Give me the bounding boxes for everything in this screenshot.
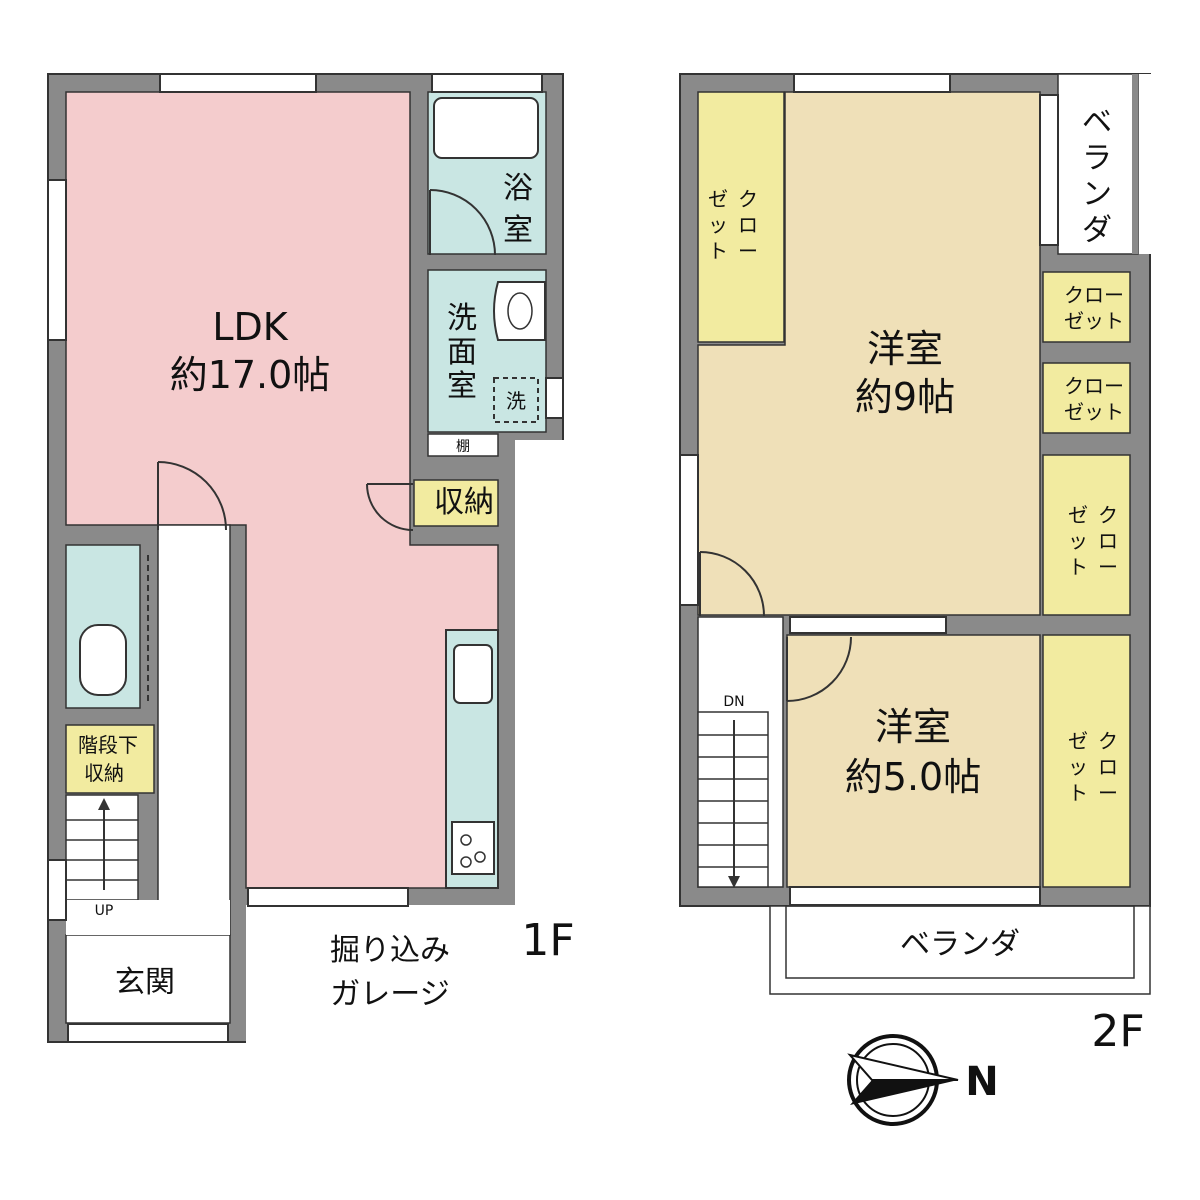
closet-left-col2-3: ト — [708, 239, 728, 263]
closet-right-1 — [1042, 271, 1131, 343]
under-stair-storage — [65, 724, 155, 794]
closet-r2-line1: クロー — [1064, 374, 1124, 398]
floor1-label: 1F — [521, 915, 574, 966]
closet-r3-col2-1: ゼ — [1068, 503, 1088, 527]
veranda-bottom-label: ベランダ — [900, 927, 1020, 962]
entrance-label: 玄関 — [115, 965, 175, 1000]
wash-label-2: 面 — [447, 335, 477, 370]
storage-label: 収納 — [434, 485, 494, 520]
closet-left-col2-2: ッ — [708, 213, 728, 237]
outer-notch — [515, 440, 565, 910]
window — [431, 73, 543, 93]
closet-r3-col2-2: ッ — [1068, 529, 1088, 553]
veranda-side-2: ラ — [1082, 141, 1112, 176]
dn-label: DN — [723, 694, 744, 710]
compass-icon: N — [847, 1034, 999, 1126]
western-room-small — [786, 634, 1041, 888]
closet-r4-col1-3: ー — [1098, 781, 1118, 805]
room-large-size: 約9帖 — [855, 375, 955, 419]
closet-r4-col1-1: ク — [1098, 729, 1118, 753]
entrance — [65, 934, 231, 1024]
window — [1039, 94, 1059, 246]
window — [47, 179, 67, 341]
room-small-name: 洋室 — [875, 705, 951, 749]
floor2-label: 2F — [1091, 1006, 1144, 1057]
bath-door-arc — [429, 189, 496, 256]
ldk-size: 約17.0帖 — [170, 353, 331, 397]
window — [67, 1023, 229, 1043]
closet-r3-col1-1: ク — [1098, 503, 1118, 527]
veranda-bottom — [769, 905, 1151, 995]
ldk-door-arc — [157, 461, 227, 531]
window — [159, 73, 317, 93]
veranda-side-3: ン — [1082, 177, 1112, 212]
closet-left-col1-2: ロ — [738, 213, 758, 237]
closet-r3-col1-3: ー — [1098, 555, 1118, 579]
closet-right-4 — [1042, 634, 1131, 888]
stove-icon — [451, 821, 495, 875]
ldk-name: LDK — [212, 305, 288, 349]
wash-label-3: 室 — [447, 369, 477, 404]
closet-left-col1-3: ー — [738, 239, 758, 263]
closet-r4-col1-2: ロ — [1098, 755, 1118, 779]
under-stair-label-1: 階段下 — [78, 733, 138, 757]
bath-label-1: 浴 — [503, 171, 533, 206]
north-label: N — [965, 1059, 998, 1105]
room-door-arc — [699, 551, 765, 617]
shelf-label: 棚 — [456, 439, 470, 455]
veranda-side-4: ダ — [1082, 213, 1112, 248]
garage-label-1: 掘り込み — [330, 933, 450, 968]
room-door-arc — [786, 636, 852, 702]
closet-r4-col2-2: ッ — [1068, 755, 1088, 779]
storage-door-arc — [366, 483, 414, 531]
closet-r2-line2: ゼット — [1064, 400, 1124, 424]
garage-area — [246, 905, 576, 1045]
window — [679, 454, 699, 606]
closet-right-3 — [1042, 454, 1131, 616]
stairs-1f — [65, 794, 139, 901]
washbasin-icon — [493, 281, 546, 341]
storage-closet — [413, 479, 499, 527]
closet-r1-line2: ゼット — [1064, 309, 1124, 333]
closet-r4-col2-3: ト — [1068, 781, 1088, 805]
bath-label-2: 室 — [503, 213, 533, 248]
toilet-icon — [79, 624, 127, 696]
sink-icon — [453, 644, 493, 704]
window — [793, 73, 951, 93]
closet-left — [697, 91, 785, 343]
room-small-size: 約5.0帖 — [845, 755, 981, 799]
hallway — [157, 524, 231, 936]
closet-left-col2-1: ゼ — [708, 187, 728, 211]
closet-left-col1-1: ク — [738, 187, 758, 211]
window — [47, 859, 67, 921]
window — [545, 377, 564, 419]
floor-1: LDK 約17.0帖 浴 室 洗 面 室 洗 棚 収納 階段下 収納 UP 玄関… — [47, 73, 576, 1045]
room-large-name: 洋室 — [867, 327, 943, 371]
window — [789, 886, 1041, 906]
closet-right-2 — [1042, 362, 1131, 434]
under-stair-label-2: 収納 — [84, 761, 124, 785]
washer-label: 洗 — [506, 389, 526, 413]
window — [789, 616, 947, 634]
closet-r1-line1: クロー — [1064, 283, 1124, 307]
floor-2: 洋室 約9帖 洋室 約5.0帖 ク ロ ー ゼ ッ ト クロー ゼット クロー … — [679, 73, 1152, 1057]
closet-r3-col1-2: ロ — [1098, 529, 1118, 553]
closet-r4-col2-1: ゼ — [1068, 729, 1088, 753]
shelf — [427, 433, 499, 457]
closet-r3-col2-3: ト — [1068, 555, 1088, 579]
veranda-side-1: ベ — [1082, 105, 1112, 140]
garage-label-2: ガレージ — [330, 977, 449, 1012]
veranda-side — [1057, 73, 1139, 255]
wash-label-1: 洗 — [447, 301, 477, 336]
western-room-large — [697, 91, 1041, 616]
up-label: UP — [95, 903, 114, 919]
window — [247, 887, 409, 907]
washer-box — [493, 377, 539, 423]
bathtub-icon — [433, 97, 539, 159]
